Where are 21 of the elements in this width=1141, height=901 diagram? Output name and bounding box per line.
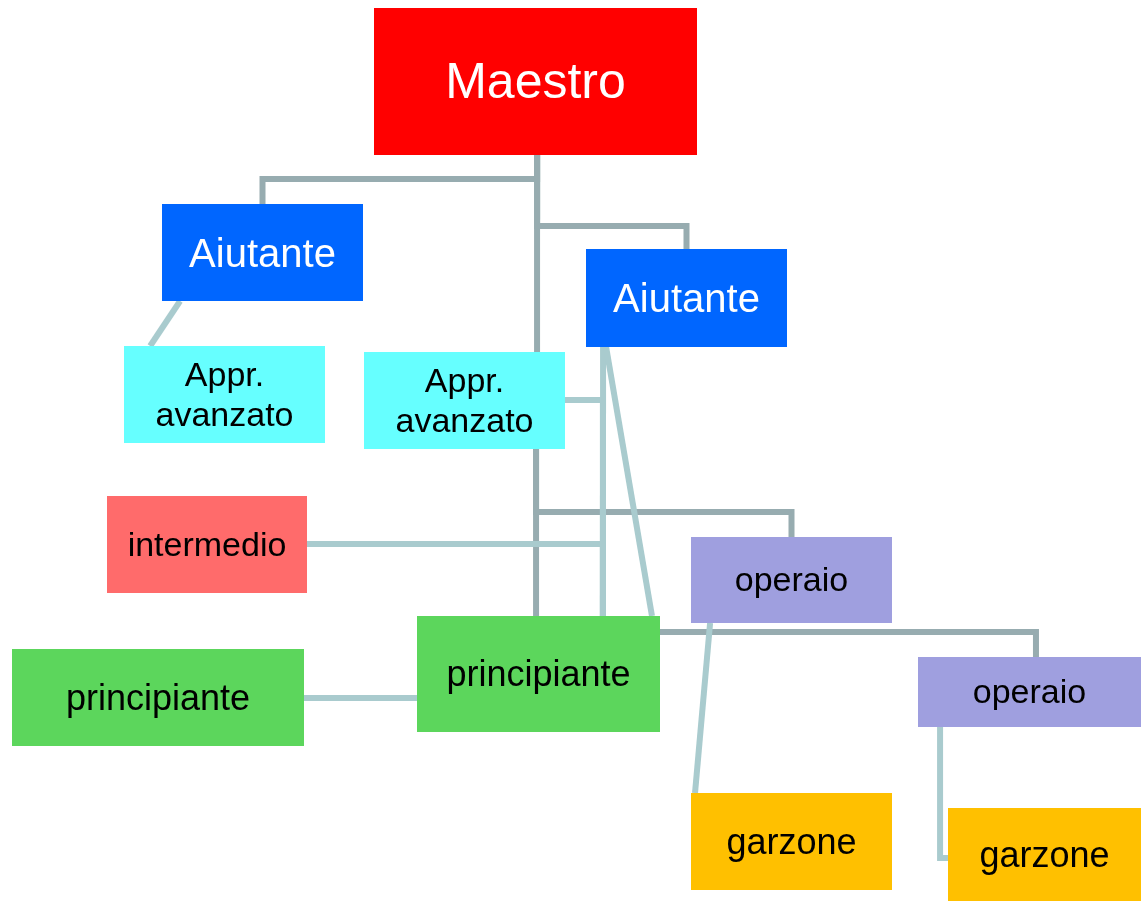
role-box: garzone — [691, 793, 892, 890]
role-box: operaio — [691, 537, 892, 623]
connector-line — [534, 155, 541, 352]
connector-line — [304, 695, 417, 702]
role-box: intermedio — [107, 496, 307, 593]
connector-line — [660, 629, 1039, 657]
role-box: Appr. avanzato — [124, 346, 325, 443]
role-box: principiante — [417, 616, 660, 732]
connector-line — [937, 727, 948, 862]
role-box: Aiutante — [162, 204, 363, 301]
role-box: garzone — [948, 808, 1141, 901]
connector-line — [307, 541, 606, 616]
connector-line — [147, 299, 183, 348]
role-box: Maestro — [374, 8, 697, 155]
connector-line — [603, 346, 655, 617]
connector-line — [692, 622, 714, 794]
connector-line — [533, 449, 795, 537]
role-box: Appr. avanzato — [364, 352, 565, 449]
role-box: principiante — [12, 649, 304, 746]
role-box: Aiutante — [586, 249, 787, 347]
role-box: operaio — [918, 657, 1141, 727]
